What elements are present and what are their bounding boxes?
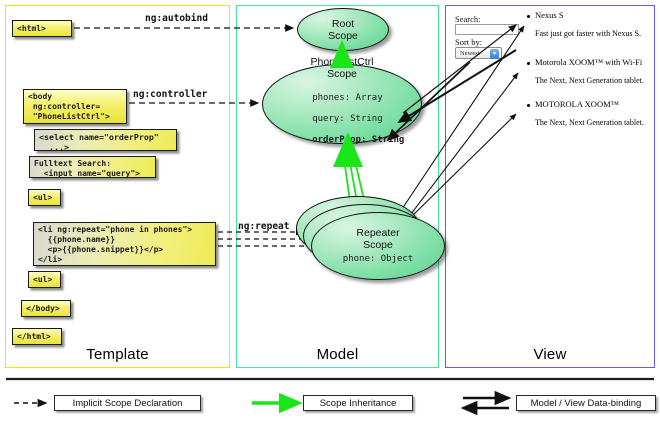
search-input[interactable] <box>455 24 519 35</box>
view-sort-label: Sort by: <box>455 37 483 47</box>
view-phone-snippet: The Next, Next Generation tablet. <box>535 76 644 85</box>
legend-item-model-view-data-binding: Model / View Data-binding <box>516 395 656 411</box>
column-template-label: Template <box>86 346 149 363</box>
code-box-body-close: </body> <box>21 300 71 317</box>
connector-label-controller: ng:controller <box>133 89 208 100</box>
view-phone-snippet: Fast just got faster with Nexus S. <box>535 29 641 38</box>
code-box-body-open: <body ng:controller= "PhoneListCtrl"> <box>23 89 127 124</box>
code-box-li-repeat: <li ng:repeat="phone in phones"> {{phone… <box>33 222 216 266</box>
chevron-down-icon: ▾ <box>490 49 499 59</box>
code-box-ul-open: <ul> <box>28 189 61 206</box>
list-bullet <box>527 62 530 65</box>
scope-phonelistctrl: PhoneListCtrl Scope phones: Array query:… <box>262 56 422 145</box>
view-phone-name[interactable]: Motorola XOOM™ with Wi-Fi <box>535 57 643 67</box>
legend-item-scope-inheritance: Scope Inheritance <box>303 395 413 411</box>
sort-by-select[interactable]: Newest ▾ <box>455 47 502 59</box>
scope-phonelistctrl-title: PhoneListCtrl Scope <box>310 55 374 80</box>
code-box-fulltext-search: Fulltext Search: <input name="query"> <box>29 156 156 178</box>
sort-by-selected-value: Newest <box>460 49 480 57</box>
scope-repeater-props: phone: Object <box>342 254 414 265</box>
code-box-select-tag: <select name="orderProp" ...> <box>34 129 177 152</box>
code-box-ul-close: <ul> <box>28 271 61 288</box>
view-phone-name[interactable]: MOTOROLA XOOM™ <box>535 99 619 109</box>
connector-label-repeat: ng:repeat <box>238 221 290 232</box>
scope-phonelistctrl-props: phones: Array query: String orderProp: S… <box>312 93 405 146</box>
list-bullet <box>527 104 530 107</box>
connector-label-autobind: ng:autobind <box>145 13 208 24</box>
code-box-html-open: <html> <box>12 20 72 37</box>
list-bullet <box>527 15 530 18</box>
view-phone-name[interactable]: Nexus S <box>535 10 564 20</box>
scope-repeater-title: Repeater Scope <box>356 227 400 252</box>
column-view-label: View <box>533 346 567 363</box>
scope-root: Root Scope <box>297 8 389 51</box>
scope-root-title: Root Scope <box>328 17 358 42</box>
code-box-html-close: </html> <box>12 328 62 345</box>
scope-repeater: Repeater Scope phone: Object <box>311 212 445 280</box>
legend: Implicit Scope Declaration Scope Inherit… <box>0 378 660 421</box>
view-search-label: Search: <box>455 14 481 24</box>
legend-item-implicit-scope-declaration: Implicit Scope Declaration <box>54 395 201 411</box>
column-model-label: Model <box>316 346 359 363</box>
view-phone-snippet: The Next, Next Generation tablet. <box>535 118 644 127</box>
